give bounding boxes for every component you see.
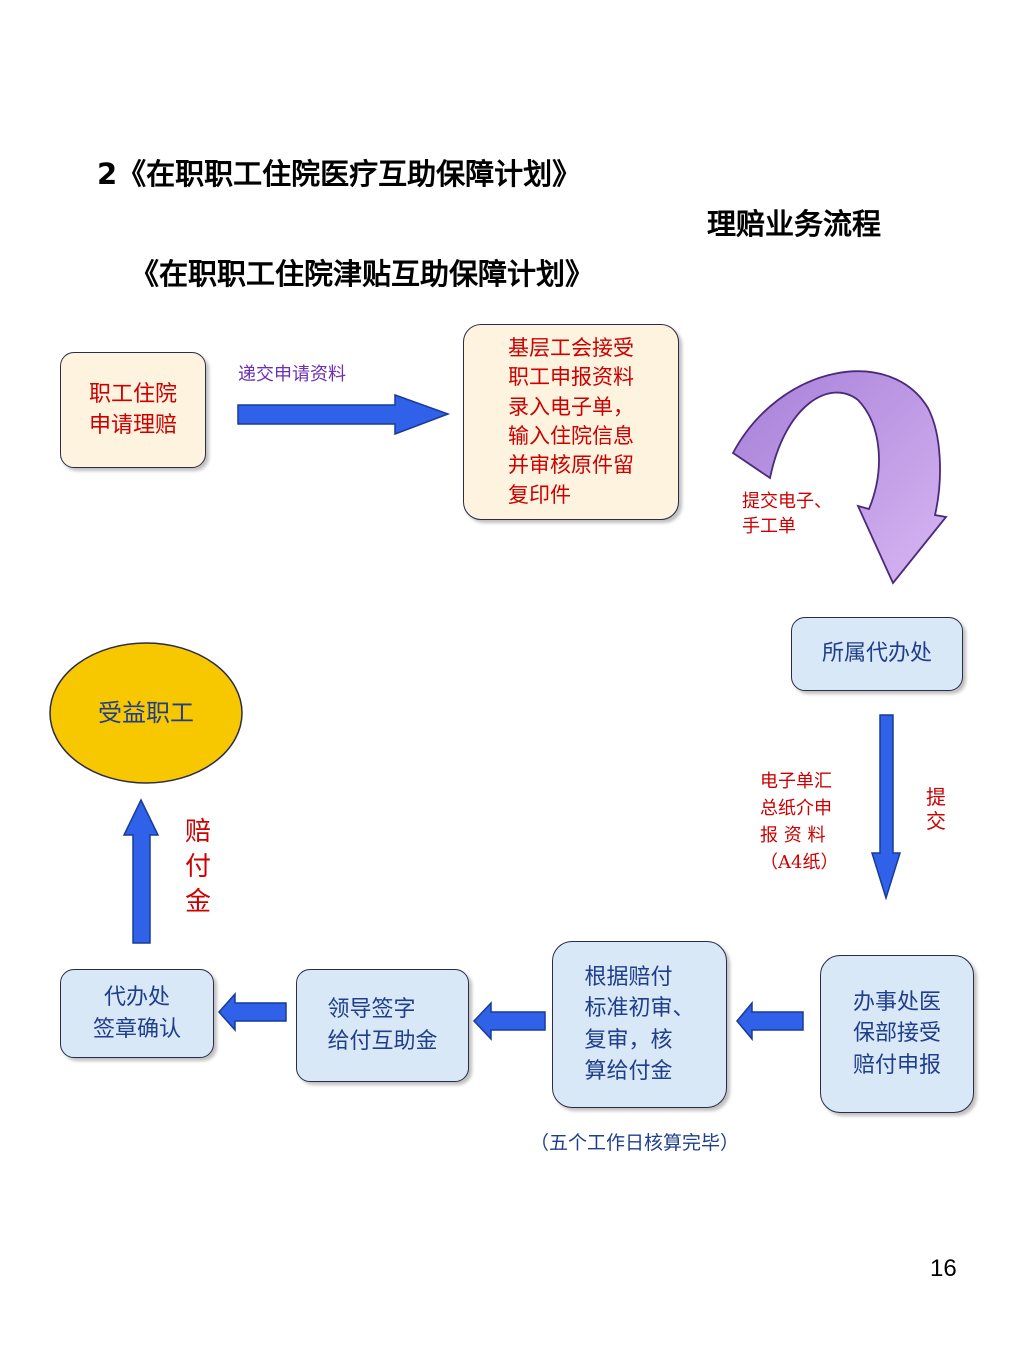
arrow-review-to-leader xyxy=(472,1001,546,1041)
beneficiary-ellipse xyxy=(49,642,243,784)
arrow-agency-to-medical xyxy=(870,714,902,901)
node-leader-sign-label: 领导签字 给付互助金 xyxy=(327,997,438,1054)
node-employee-apply-label: 职工住院 申请理赔 xyxy=(88,381,177,438)
label-submit-electronic: 提交电子、 手工单 xyxy=(742,491,832,538)
arrow-confirm-to-beneficiary xyxy=(122,798,160,944)
title-line-3: 《在职职工住院津贴互助保障计划》 xyxy=(130,257,595,291)
arrow-curved-union-to-agency xyxy=(731,370,948,585)
label-submit: 提 交 xyxy=(926,785,946,833)
node-union-receive-label: 基层工会接受 职工申报资料 录入电子单， 输入住院信息 并审核原件留 复印件 xyxy=(508,335,634,507)
arrow-apply-to-union xyxy=(237,393,451,436)
label-deadline: （五个工作日核算完毕） xyxy=(530,1132,740,1154)
node-union-receive: 基层工会接受 职工申报资料 录入电子单， 输入住院信息 并审核原件留 复印件 xyxy=(463,324,679,520)
node-agency-confirm: 代办处 签章确认 xyxy=(60,969,214,1058)
label-submit-materials: 递交申请资料 xyxy=(238,364,346,385)
arrow-leader-to-confirm xyxy=(217,992,287,1032)
node-review: 根据赔付 标准初审、 复审，核 算给付金 xyxy=(552,941,727,1108)
arrow-medical-to-review xyxy=(736,1000,804,1042)
node-beneficiary: 受益职工 xyxy=(50,693,242,728)
title-line-1: 2《在职职工住院医疗互助保障计划》 xyxy=(97,157,582,191)
title-line-2: 理赔业务流程 xyxy=(707,207,882,241)
node-agency-confirm-label: 代办处 签章确认 xyxy=(92,985,181,1042)
node-medical-dept-label: 办事处医 保部接受 赔付申报 xyxy=(852,990,941,1078)
page-number: 16 xyxy=(930,1255,957,1282)
node-leader-sign: 领导签字 给付互助金 xyxy=(296,969,469,1082)
node-beneficiary-label: 受益职工 xyxy=(98,699,194,727)
label-pay-out: 赔 付 金 xyxy=(185,817,212,918)
node-medical-dept: 办事处医 保部接受 赔付申报 xyxy=(820,955,974,1113)
label-summary-materials: 电子单汇 总纸介申 报 资 料 （A4纸） xyxy=(760,771,839,873)
node-agency-office: 所属代办处 xyxy=(791,617,963,691)
node-agency-office-label: 所属代办处 xyxy=(821,641,932,667)
node-employee-apply: 职工住院 申请理赔 xyxy=(60,352,206,468)
node-review-label: 根据赔付 标准初审、 复审，核 算给付金 xyxy=(584,965,695,1084)
